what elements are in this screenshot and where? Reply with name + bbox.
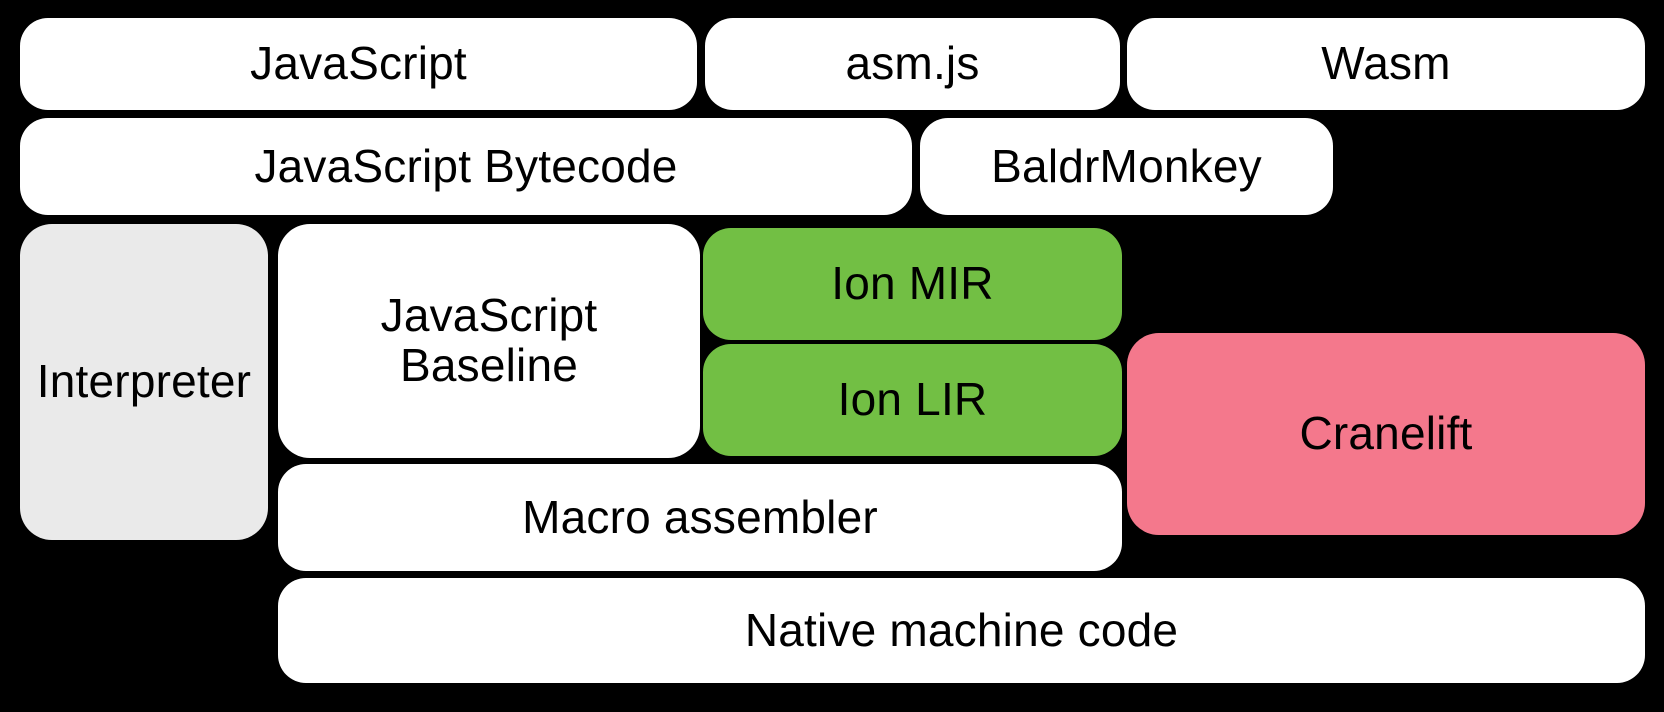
node-baldrmonkey[interactable]: BaldrMonkey xyxy=(920,118,1333,215)
node-label-javascript-baseline: JavaScript Baseline xyxy=(380,289,598,391)
node-native-machine-code[interactable]: Native machine code xyxy=(278,578,1645,683)
node-label-javascript-bytecode: JavaScript Bytecode xyxy=(254,139,678,192)
node-label-ion-mir: Ion MIR xyxy=(831,257,994,310)
node-label-baldrmonkey: BaldrMonkey xyxy=(991,139,1262,192)
node-javascript-bytecode[interactable]: JavaScript Bytecode xyxy=(20,118,912,215)
node-label-interpreter: Interpreter xyxy=(36,355,252,408)
node-interpreter[interactable]: Interpreter xyxy=(20,224,268,540)
node-label-cranelift: Cranelift xyxy=(1299,407,1473,460)
node-javascript-baseline[interactable]: JavaScript Baseline xyxy=(278,224,700,458)
node-label-asmjs: asm.js xyxy=(845,37,980,90)
node-label-macro-assembler: Macro assembler xyxy=(522,490,878,543)
node-label-wasm: Wasm xyxy=(1321,37,1451,90)
node-label-native-machine-code: Native machine code xyxy=(744,603,1179,656)
node-ion-mir[interactable]: Ion MIR xyxy=(703,228,1122,340)
node-label-ion-lir: Ion LIR xyxy=(837,373,988,426)
node-asmjs[interactable]: asm.js xyxy=(705,18,1120,110)
node-javascript[interactable]: JavaScript xyxy=(20,18,697,110)
node-cranelift[interactable]: Cranelift xyxy=(1127,333,1645,535)
node-wasm[interactable]: Wasm xyxy=(1127,18,1645,110)
node-ion-lir[interactable]: Ion LIR xyxy=(703,344,1122,456)
node-macro-assembler[interactable]: Macro assembler xyxy=(278,464,1122,571)
node-label-javascript: JavaScript xyxy=(250,37,467,90)
